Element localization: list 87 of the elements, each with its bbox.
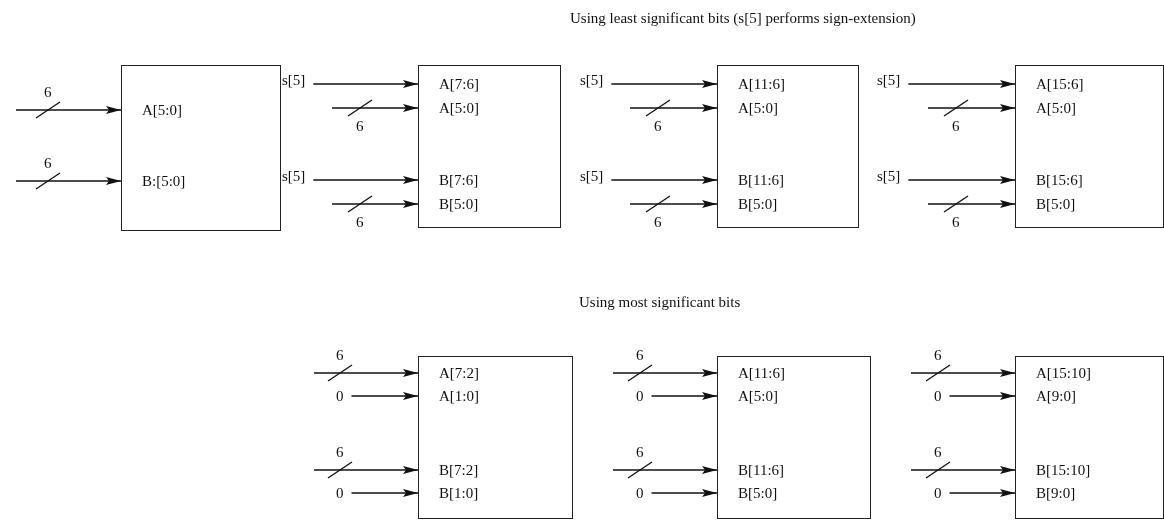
port-label: B[5:0] [1036,195,1076,214]
port-label: A[11:6] [738,75,785,94]
port-label: B[15:6] [1036,171,1083,190]
bus-width-label: 6 [933,444,943,460]
bus-width-label: 6 [43,84,53,100]
bus-width-label: 6 [653,214,663,230]
port-label: B[9:0] [1036,484,1076,503]
port-label: B[5:0] [738,484,778,503]
signal-arrow [350,489,419,497]
input-label: s[5] [580,70,604,90]
port-label: A[15:10] [1036,364,1091,383]
bus-arrow [313,466,419,474]
bus-arrow [15,177,122,185]
bus-width-label: 6 [635,347,645,363]
block-box [717,65,859,228]
port-label: B:[5:0] [142,172,186,191]
port-label: B[5:0] [738,195,778,214]
bus-arrow [629,104,718,112]
bus-arrow [927,104,1016,112]
signal-arrow [948,392,1016,400]
bus-width-label: 6 [951,214,961,230]
block-box [418,65,561,228]
block-box [418,356,573,519]
port-label: A[9:0] [1036,387,1076,406]
input-label: s[5] [877,166,901,186]
port-label: B[11:6] [738,171,785,190]
signal-arrow [907,80,1016,88]
signal-arrow [948,489,1016,497]
bus-arrow [313,369,419,377]
port-label: B[11:6] [738,461,785,480]
signal-arrow [610,176,718,184]
block-box [717,356,871,519]
port-label: A[7:2] [439,364,479,383]
input-label: 0 [934,386,942,406]
port-label: B[7:6] [439,171,479,190]
section-heading: Using most significant bits [579,293,741,312]
bus-arrow [910,466,1016,474]
port-label: A[11:6] [738,364,785,383]
bus-width-label: 6 [653,118,663,134]
bus-arrow [629,200,718,208]
bus-width-label: 6 [933,347,943,363]
input-label: 0 [336,386,344,406]
signal-arrow [650,489,718,497]
port-label: A[5:0] [738,387,778,406]
bus-arrow [331,104,419,112]
signal-arrow [907,176,1016,184]
port-label: B[1:0] [439,484,479,503]
signal-arrow [312,176,419,184]
input-label: s[5] [877,70,901,90]
signal-arrow [312,80,419,88]
bus-width-label: 6 [951,118,961,134]
bus-width-label: 6 [43,155,53,171]
bus-width-label: 6 [355,118,365,134]
port-label: B[5:0] [439,195,479,214]
port-label: A[5:0] [142,101,182,120]
input-label: s[5] [282,70,306,90]
port-label: A[7:6] [439,75,479,94]
port-label: A[5:0] [439,99,479,118]
bus-width-label: 6 [355,214,365,230]
bus-width-label: 6 [635,444,645,460]
port-label: A[1:0] [439,387,479,406]
bus-arrow [910,369,1016,377]
bus-arrow [331,200,419,208]
bus-arrow [15,106,122,114]
port-label: B[7:2] [439,461,479,480]
input-label: 0 [636,483,644,503]
input-label: 0 [636,386,644,406]
bus-arrow [612,466,718,474]
port-label: B[15:10] [1036,461,1091,480]
input-label: 0 [934,483,942,503]
signal-arrow [650,392,718,400]
port-label: A[5:0] [1036,99,1076,118]
signal-arrow [350,392,419,400]
input-label: 0 [336,483,344,503]
port-label: A[5:0] [738,99,778,118]
block-box [1015,65,1164,228]
block-box [1015,356,1164,519]
bus-arrow [927,200,1016,208]
port-label: A[15:6] [1036,75,1084,94]
bus-arrow [612,369,718,377]
input-label: s[5] [580,166,604,186]
bus-width-label: 6 [335,444,345,460]
bus-width-label: 6 [335,347,345,363]
signal-arrow [610,80,718,88]
input-label: s[5] [282,166,306,186]
section-heading: Using least significant bits (s[5] performs sign-extension) [570,9,916,28]
block-box [121,65,281,231]
